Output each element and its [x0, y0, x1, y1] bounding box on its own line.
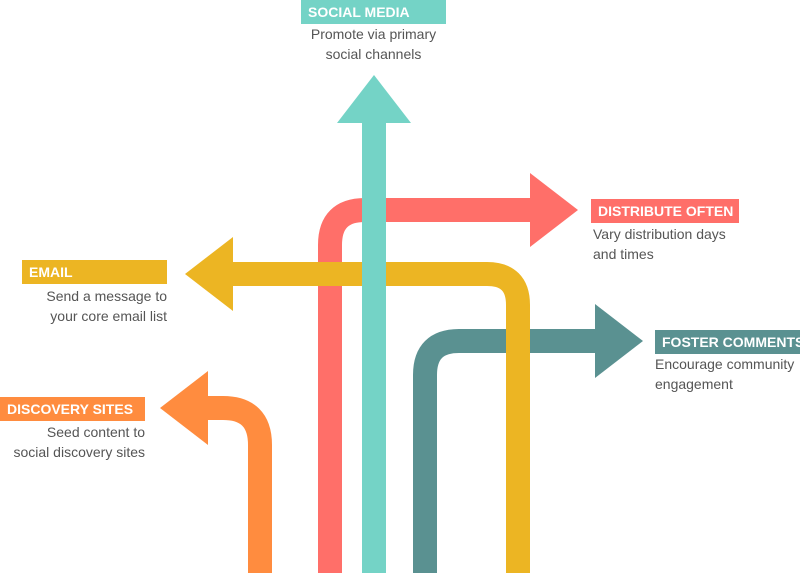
- email-arrow-path: [228, 262, 530, 573]
- social-media-label: SOCIAL MEDIA: [301, 0, 446, 24]
- social-media-desc-line1: Promote via primary: [310, 26, 437, 42]
- social-arrow-shaft: [362, 118, 386, 573]
- distribute-often-desc-line1: Vary distribution days: [593, 226, 726, 242]
- foster-comments-desc-line2: engagement: [655, 376, 733, 392]
- discovery-arrow-path: [205, 396, 272, 573]
- email-description: Send a message to your core email list: [22, 286, 167, 326]
- discovery-sites-desc-line2: social discovery sites: [13, 444, 146, 460]
- distribute-arrowhead: [530, 173, 578, 247]
- foster-arrowhead: [595, 304, 643, 378]
- distribute-often-description: Vary distribution days and times: [593, 224, 773, 264]
- discovery-sites-label: DISCOVERY SITES: [0, 397, 145, 421]
- discovery-arrowhead: [160, 371, 208, 445]
- discovery-sites-description: Seed content to social discovery sites: [0, 422, 146, 462]
- social-media-description: Promote via primary social channels: [301, 24, 446, 64]
- foster-comments-desc-line1: Encourage community: [655, 356, 795, 372]
- foster-comments-label: FOSTER COMMENTS: [655, 330, 800, 354]
- distribute-often-label: DISTRIBUTE OFTEN: [591, 199, 739, 223]
- email-label: EMAIL: [22, 260, 167, 284]
- social-arrowhead: [337, 75, 411, 123]
- email-desc-line2: your core email list: [50, 308, 167, 324]
- foster-comments-description: Encourage community engagement: [655, 354, 800, 394]
- email-desc-line1: Send a message to: [46, 288, 167, 304]
- foster-arrow-path: [413, 329, 600, 573]
- discovery-sites-desc-line1: Seed content to: [46, 424, 145, 440]
- email-arrowhead: [185, 237, 233, 311]
- social-media-desc-line2: social channels: [325, 46, 422, 62]
- distribute-often-desc-line2: and times: [593, 246, 654, 262]
